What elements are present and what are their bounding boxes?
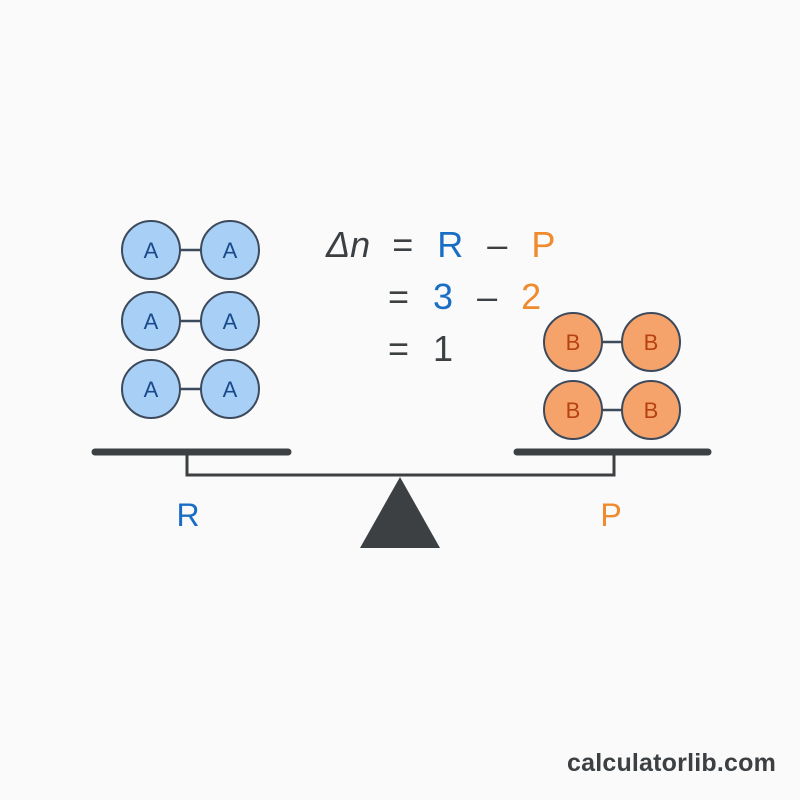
balance-scale [91,448,712,548]
atom-b [543,380,603,440]
product-molecule-1: B B [543,312,681,372]
product-molecules: B B B B [543,312,681,440]
reactant-symbol: R [437,224,463,265]
product-molecule-2: B B [543,380,681,440]
equals-sign: = [392,224,413,265]
atom-label: B [644,330,659,355]
atom-b [543,312,603,372]
atom-label: A [144,238,159,263]
atom-label: B [566,330,581,355]
minus-sign: – [477,276,497,317]
reactant-molecule-2: A A [121,291,260,351]
equation-line-1: Δn = R – P [325,224,555,265]
delta-n-symbol: Δn [325,224,370,265]
atom-label: B [644,398,659,423]
result-value: 1 [433,328,453,369]
equals-sign: = [388,276,409,317]
atom-label: A [144,309,159,334]
atom-a [121,220,181,280]
atom-label: A [223,238,238,263]
equals-sign: = [388,328,409,369]
atom-label: B [566,398,581,423]
atom-label: A [223,377,238,402]
reactant-count: 3 [433,276,453,317]
product-symbol: P [531,224,555,265]
minus-sign: – [487,224,507,265]
atom-label: A [223,309,238,334]
balance-beam [185,455,616,477]
atom-a [121,291,181,351]
fulcrum [360,477,440,548]
left-pan-label: R [176,497,199,533]
equation-line-3: = 1 [388,328,453,369]
atom-a [200,359,260,419]
product-count: 2 [521,276,541,317]
atom-b [621,312,681,372]
reactant-molecules: A A A A A A [121,220,260,419]
atom-a [200,291,260,351]
reactant-molecule-1: A A [121,220,260,280]
atom-label: A [144,377,159,402]
equation: Δn = R – P = 3 – 2 = 1 [325,224,555,369]
atom-a [121,359,181,419]
atom-a [200,220,260,280]
reactant-molecule-3: A A [121,359,260,419]
watermark: calculatorlib.com [566,749,776,777]
atom-b [621,380,681,440]
right-pan-label: P [600,497,621,533]
equation-line-2: = 3 – 2 [388,276,541,317]
